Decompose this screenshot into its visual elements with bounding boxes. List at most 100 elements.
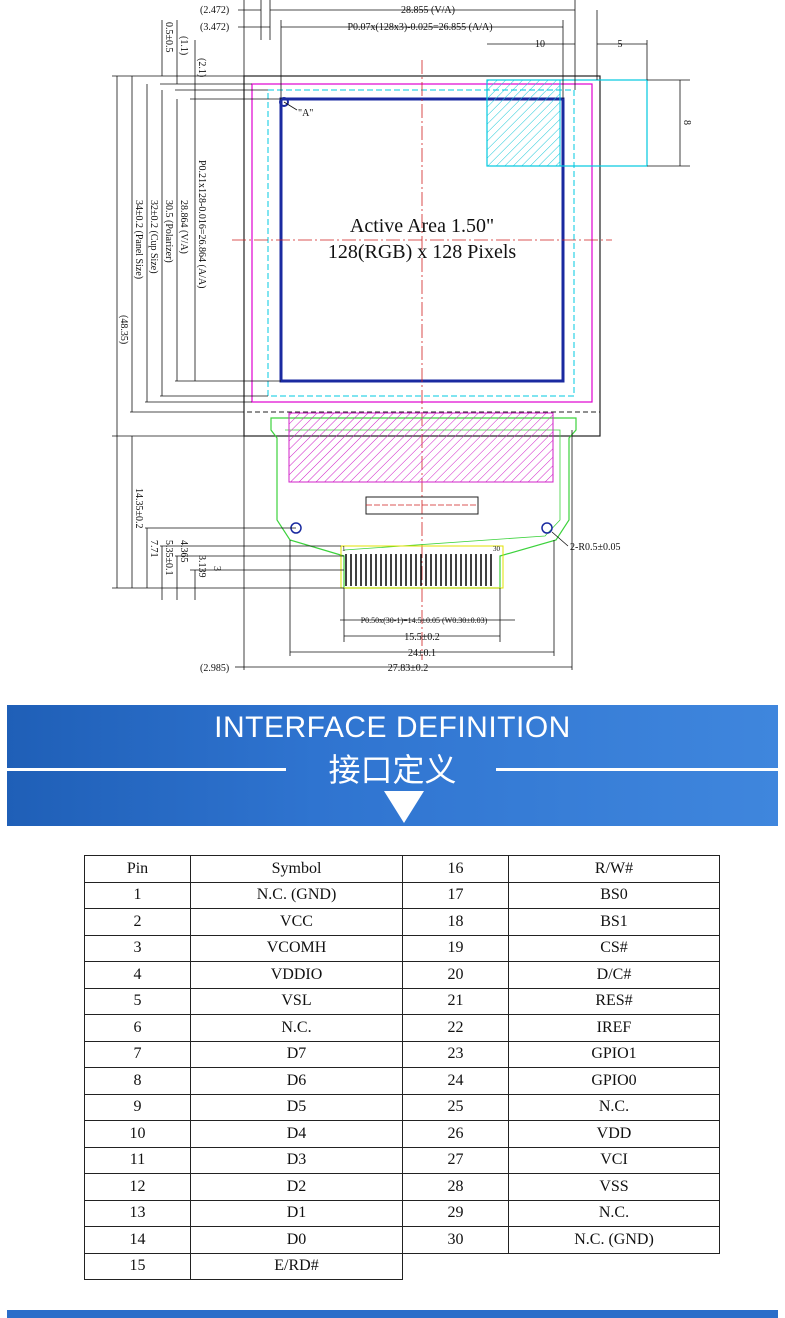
- dim-va-width: 28.855 (V/A): [401, 5, 455, 16]
- dim-aa-height: P0.21x128-0.016=26.864 (A/A): [196, 160, 207, 288]
- dim-2783: 27.83±0.2: [388, 663, 429, 674]
- down-arrow-icon: [384, 791, 424, 823]
- pin-symbol-cell: D4: [190, 1120, 403, 1148]
- interface-definition-banner: INTERFACE DEFINITION 接口定义: [7, 705, 778, 826]
- pin-symbol-cell: D6: [190, 1067, 403, 1095]
- pin-symbol-cell: D5: [190, 1093, 403, 1121]
- pin-symbol-cell: D1: [190, 1199, 403, 1227]
- pin-symbol-cell: GPIO0: [508, 1067, 720, 1095]
- pin-number-cell: 30: [402, 1226, 509, 1254]
- pin-number-cell: 10: [84, 1120, 191, 1148]
- pin-symbol-cell: VSL: [190, 987, 403, 1015]
- dim-overall-height: (48.35): [118, 315, 129, 344]
- pin-symbol-cell: CS#: [508, 934, 720, 962]
- pin-number-cell: 12: [84, 1173, 191, 1201]
- pin-number-cell: 3: [84, 934, 191, 962]
- dim-5: 5: [618, 39, 623, 50]
- dim-11: (1.1): [178, 36, 189, 55]
- pin-number-cell: 6: [84, 1014, 191, 1042]
- pin-symbol-cell: BS1: [508, 908, 720, 936]
- mechanical-drawing: "A" Active Area 1.50" 128(RGB) x 128 Pix…: [112, 0, 692, 674]
- table-header-row: Pin Symbol: [84, 855, 403, 883]
- pin-symbol-cell: N.C.: [508, 1093, 720, 1121]
- pin-symbol-cell: GPIO1: [508, 1040, 720, 1068]
- dim-polarizer: 30.5 (Polarizer): [163, 200, 174, 263]
- pin-number-cell: 28: [402, 1173, 509, 1201]
- pin-1-label: 1: [342, 545, 346, 553]
- active-area-title: Active Area 1.50": [350, 215, 494, 237]
- pin-symbol-cell: D7: [190, 1040, 403, 1068]
- pin-symbol-cell: VCC: [190, 908, 403, 936]
- pin-symbol-cell: D3: [190, 1146, 403, 1174]
- pin-symbol-cell: IREF: [508, 1014, 720, 1042]
- pin-number-cell: 19: [402, 934, 509, 962]
- pin-number-cell: 17: [402, 881, 509, 909]
- dim-cup-size: 32±0.2 (Cup Size): [148, 200, 159, 274]
- dim-771: 7.71: [148, 540, 159, 558]
- dim-top-offset-2: (3.472): [200, 22, 229, 33]
- banner-rule-left: [7, 768, 286, 771]
- header-symbol: Symbol: [190, 855, 403, 883]
- marker-a-circle: [279, 97, 289, 107]
- dim-10: 10: [535, 39, 545, 50]
- pin-number-cell: 5: [84, 987, 191, 1015]
- dim-535: 5.35±0.1: [163, 540, 174, 576]
- header-pin: Pin: [84, 855, 191, 883]
- pin-symbol-cell: N.C. (GND): [190, 881, 403, 909]
- dim-va-height: 28.864 (V/A): [178, 200, 189, 254]
- pin-number-cell: 21: [402, 987, 509, 1015]
- pin-number-cell: 13: [84, 1199, 191, 1227]
- pin-symbol-cell: VCI: [508, 1146, 720, 1174]
- pin-number-cell: 2: [84, 908, 191, 936]
- dim-8: 8: [681, 120, 692, 125]
- pin-symbol-cell: RES#: [508, 987, 720, 1015]
- pin-symbol-cell: N.C.: [508, 1199, 720, 1227]
- banner-rule-right: [496, 768, 778, 771]
- dim-24: 24±0.1: [408, 648, 436, 659]
- pin-symbol-cell: R/W#: [508, 855, 720, 883]
- dim-3: 3: [211, 566, 222, 571]
- pin-symbol-cell: VCOMH: [190, 934, 403, 962]
- pin-number-cell: 14: [84, 1226, 191, 1254]
- dim-3139: 3.139: [196, 555, 207, 578]
- pin-number-cell: 22: [402, 1014, 509, 1042]
- dim-panel-size: 34±0.2 (Panel Size): [133, 200, 144, 279]
- fpc-hatch: [288, 412, 554, 483]
- dim-155: 15.5±0.2: [404, 632, 440, 643]
- pin-number-cell: 29: [402, 1199, 509, 1227]
- pin-number-cell: 26: [402, 1120, 509, 1148]
- pin-symbol-cell: VDD: [508, 1120, 720, 1148]
- dim-05: 0.5±0.5: [163, 22, 174, 53]
- pin-symbol-cell: D2: [190, 1173, 403, 1201]
- pin-number-cell: 25: [402, 1093, 509, 1121]
- dim-top-offset-1: (2.472): [200, 5, 229, 16]
- pin-30-label: 30: [493, 545, 501, 553]
- fpc-slot: [365, 496, 479, 515]
- cyan-hatch: [486, 79, 561, 167]
- dim-4365: 4.365: [178, 540, 189, 563]
- fpc-hole-right: [541, 522, 553, 534]
- bottom-banner-edge: [7, 1310, 778, 1318]
- banner-title-cn: 接口定义: [328, 751, 457, 789]
- pin-symbol-cell: D/C#: [508, 961, 720, 989]
- cup-outline: [243, 75, 601, 413]
- pin-number-cell: 7: [84, 1040, 191, 1068]
